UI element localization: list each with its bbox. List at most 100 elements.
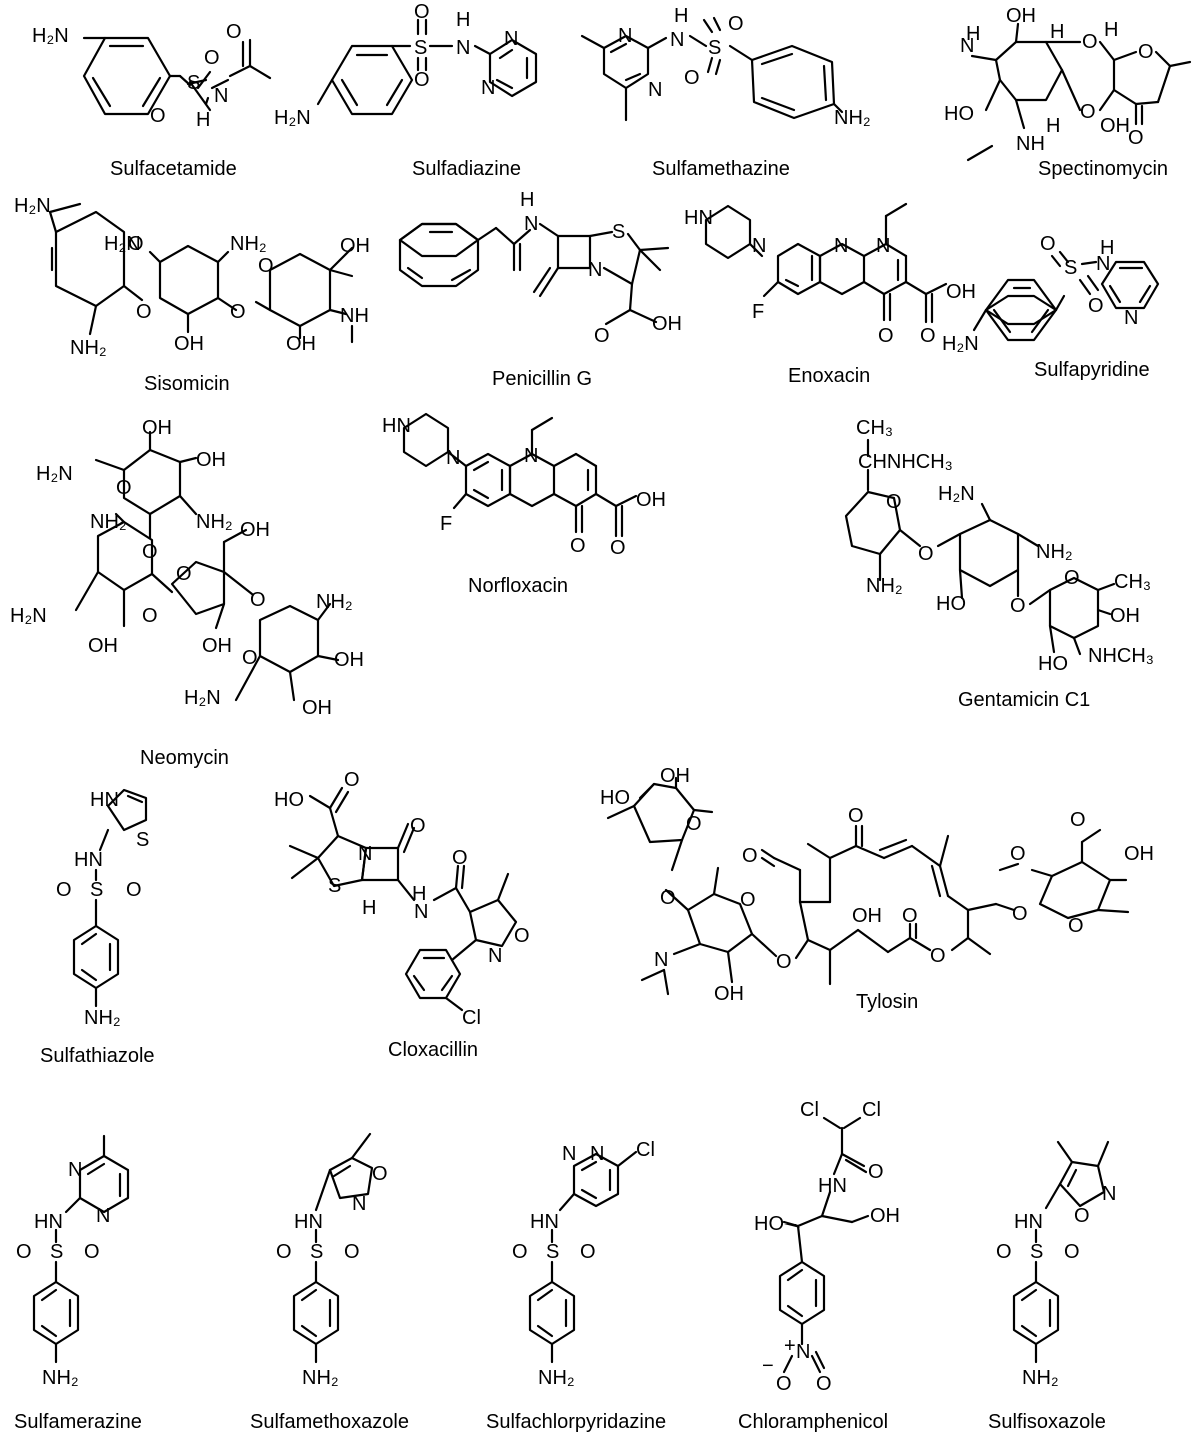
sulfamethazine-amine: NH₂ (834, 107, 871, 129)
sulfamethoxazole-sulfonamide-nh: HN (294, 1211, 323, 1233)
compound-name: Chloramphenicol (738, 1411, 888, 1433)
penicillin-g-hydrogen: H (520, 189, 534, 211)
structure-tylosin: OH HO O O O O N OH O O O OH O O O O OH O… (600, 765, 1154, 1013)
cloxacillin-hydrogen: H (362, 897, 376, 919)
chloramphenicol-positive-charge: + (784, 1335, 796, 1357)
compound-name: Sulfamerazine (14, 1411, 142, 1433)
gentamicin-c1-hydroxyl: OH (1110, 605, 1140, 627)
tylosin-glycosidic-oxygen: O (1012, 903, 1028, 925)
chloramphenicol-negative-charge: − (762, 1355, 774, 1377)
sisomicin-amine: H₂N (104, 233, 141, 255)
sulfadiazine-oxygen: O (414, 69, 430, 91)
spectinomycin-ring-oxygen: O (1138, 41, 1154, 63)
chloramphenicol-nitro-oxygen: O (816, 1373, 832, 1395)
gentamicin-c1-ring-oxygen: O (886, 491, 902, 513)
spectinomycin-hydrogen: H (1104, 19, 1118, 41)
sulfamethoxazole-isoxazole-oxygen: O (372, 1163, 388, 1185)
sulfapyridine-sulfonamide-nitrogen: N (1096, 253, 1110, 275)
structure-sulfamethoxazole: O N HN O S O NH₂ Sulfamethoxazole (250, 1132, 409, 1433)
chloramphenicol-chlorine: Cl (862, 1099, 881, 1121)
sulfamethoxazole-sulfur: S (310, 1241, 323, 1263)
compound-name: Sulfamethazine (652, 158, 790, 180)
sisomicin-hydroxyl: OH (286, 333, 316, 355)
sulfapyridine-sulfur: S (1064, 257, 1077, 279)
sisomicin-glycosidic-oxygen: O (230, 301, 246, 323)
sulfamerazine-oxygen: O (84, 1241, 100, 1263)
sulfamerazine-sulfonamide-nh: HN (34, 1211, 63, 1233)
cloxacillin-isoxazole-oxygen: O (514, 925, 530, 947)
enoxacin-piperazine-nitrogen: N (752, 235, 766, 257)
compound-name: Penicillin G (492, 368, 592, 390)
tylosin-hydroxyl: OH (852, 905, 882, 927)
sulfadiazine-sulfonamide-nitrogen: N (456, 37, 470, 59)
sulfachlorpyridazine-oxygen: O (512, 1241, 528, 1263)
sulfachlorpyridazine-sulfur: S (546, 1241, 559, 1263)
penicillin-g-carbonyl-oxygen: O (594, 325, 610, 347)
compound-name: Spectinomycin (1038, 158, 1168, 180)
neomycin-hydroxyl: OH (334, 649, 364, 671)
structure-sulfathiazole: HN S HN O S O NH₂ Sulfathiazole (40, 788, 155, 1067)
spectinomycin-hydrogen: H (1050, 21, 1064, 43)
sulfapyridine-oxygen: O (1088, 295, 1104, 317)
norfloxacin-ketone-oxygen: O (570, 535, 586, 557)
sulfachlorpyridazine-sulfonamide-nh: HN (530, 1211, 559, 1233)
compound-name: Gentamicin C1 (958, 689, 1090, 711)
neomycin-hydroxyl: OH (88, 635, 118, 657)
structure-sulfapyridine: S O O H N N H₂N Sulfapyridine (942, 233, 1160, 381)
sisomicin-amine: NH₂ (70, 337, 107, 359)
tylosin-ring-oxygen: O (1068, 915, 1084, 937)
tylosin-aldehyde-oxygen: O (742, 845, 758, 867)
tylosin-ring-oxygen: O (686, 813, 702, 835)
cloxacillin-lactam-nitrogen: N (358, 843, 372, 865)
sulfamerazine-amine: NH₂ (42, 1367, 79, 1389)
compound-name: Cloxacillin (388, 1039, 478, 1061)
neomycin-glycosidic-oxygen: O (142, 605, 158, 627)
penicillin-g-amide-nitrogen: N (524, 213, 538, 235)
penicillin-g-lactam-nitrogen: N (588, 259, 602, 281)
norfloxacin-carbonyl-oxygen: O (610, 537, 626, 559)
sulfamethazine-hydrogen: H (674, 5, 688, 27)
norfloxacin-ring-nitrogen: N (524, 445, 538, 467)
norfloxacin-piperazine-nh: HN (382, 415, 411, 437)
neomycin-glycosidic-oxygen: O (250, 589, 266, 611)
compound-name: Norfloxacin (468, 575, 568, 597)
structure-sulfadiazine: H₂N S O O N H N N Sulfadiazine (274, 1, 538, 180)
sisomicin-hydroxyl: OH (340, 235, 370, 257)
sulfachlorpyridazine-ring-nitrogen: N (590, 1143, 604, 1165)
sisomicin-glycosidic-oxygen: O (136, 301, 152, 323)
sulfamethazine-sulfur: S (708, 37, 721, 59)
sulfamerazine-sulfur: S (50, 1241, 63, 1263)
sisomicin-amine: NH₂ (230, 233, 267, 255)
sulfamethazine-oxygen: O (728, 13, 744, 35)
neomycin-amine: NH₂ (196, 511, 233, 533)
chloramphenicol-nitro-oxygen: O (776, 1373, 792, 1395)
sulfathiazole-amine: NH₂ (84, 1007, 121, 1029)
compound-name: Sulfisoxazole (988, 1411, 1106, 1433)
structure-neomycin: OH OH H₂N O NH₂ NH₂ OH O O O H₂N O NH₂ O… (10, 417, 364, 769)
enoxacin-ketone-oxygen: O (878, 325, 894, 347)
spectinomycin-hydroxyl: HO (944, 103, 974, 125)
chloramphenicol-carbonyl-oxygen: O (868, 1161, 884, 1183)
sulfisoxazole-isoxazole-oxygen: O (1074, 1205, 1090, 1227)
structure-chloramphenicol: Cl Cl O HN HO OH − O + N O Chloramphenic… (738, 1099, 900, 1433)
sulfathiazole-ring-nh: HN (90, 789, 119, 811)
sulfamerazine-oxygen: O (16, 1241, 32, 1263)
gentamicin-c1-amine: NH₂ (866, 575, 903, 597)
gentamicin-c1-side-chain: CHNHCH₃ (858, 451, 953, 473)
cloxacillin-lactam-oxygen: O (410, 815, 426, 837)
compound-name: Sulfapyridine (1034, 359, 1150, 381)
gentamicin-c1-ring-oxygen: O (1064, 567, 1080, 589)
sulfisoxazole-sulfonamide-nh: HN (1014, 1211, 1043, 1233)
enoxacin-ring-nitrogen: N (834, 235, 848, 257)
spectinomycin-hydroxyl: OH (1006, 5, 1036, 27)
sulfamethazine-ring-nitrogen: N (648, 79, 662, 101)
spectinomycin-hydrogen: H (1046, 115, 1060, 137)
cloxacillin-isoxazole-nitrogen: N (488, 945, 502, 967)
sulfachlorpyridazine-chlorine: Cl (636, 1139, 655, 1161)
compound-name: Sulfadiazine (412, 158, 521, 180)
neomycin-amine: H₂N (184, 687, 221, 709)
sulfachlorpyridazine-ring-nitrogen: N (562, 1143, 576, 1165)
spectinomycin-hydrogen: H (966, 23, 980, 45)
sulfacetamide-sulfur: S (187, 72, 200, 94)
sulfamethoxazole-amine: NH₂ (302, 1367, 339, 1389)
